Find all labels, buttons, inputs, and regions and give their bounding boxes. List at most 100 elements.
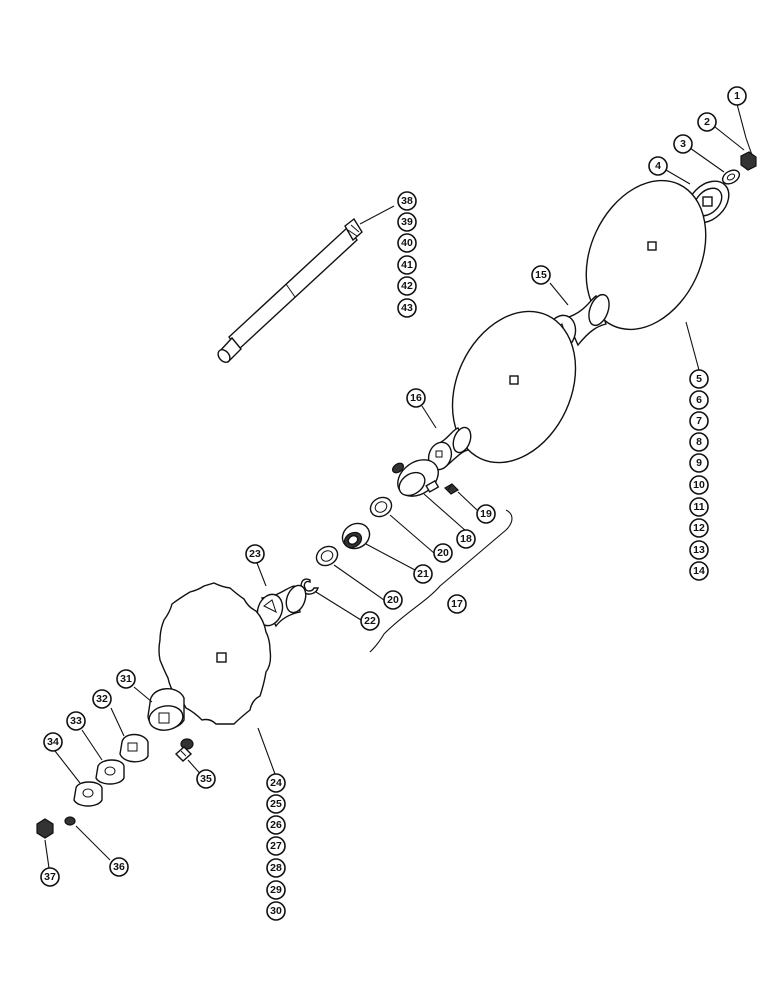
- callout-26: 26: [266, 815, 286, 835]
- svg-text:42: 42: [401, 280, 413, 292]
- svg-text:1: 1: [734, 90, 740, 102]
- callout-19: 19: [476, 504, 496, 524]
- callout-8: 8: [689, 432, 709, 452]
- leader-lines: [44, 103, 747, 869]
- callout-10: 10: [689, 475, 709, 495]
- svg-text:2: 2: [704, 116, 710, 128]
- callout-33: 33: [66, 711, 86, 731]
- svg-text:11: 11: [693, 501, 704, 513]
- svg-text:5: 5: [696, 373, 702, 385]
- svg-text:31: 31: [120, 673, 132, 685]
- svg-text:35: 35: [200, 773, 212, 785]
- bolt-35: [174, 738, 194, 762]
- svg-text:6: 6: [696, 394, 702, 406]
- svg-text:27: 27: [270, 840, 282, 852]
- callout-14: 14: [689, 561, 709, 581]
- callout-38: 38: [397, 191, 417, 211]
- spool-23: [256, 584, 307, 628]
- svg-text:30: 30: [270, 905, 282, 917]
- callout-23: 23: [245, 544, 265, 564]
- seal-20-upper: [369, 496, 393, 518]
- callout-25: 25: [266, 794, 286, 814]
- svg-text:15: 15: [535, 269, 547, 281]
- svg-text:8: 8: [696, 436, 702, 448]
- seal-20-lower: [315, 545, 339, 567]
- svg-text:39: 39: [401, 216, 413, 228]
- svg-text:12: 12: [693, 522, 705, 534]
- callout-29: 29: [266, 880, 286, 900]
- callout-40: 40: [397, 233, 417, 253]
- callout-27: 27: [266, 836, 286, 856]
- plate-32: [119, 733, 149, 763]
- svg-text:13: 13: [693, 544, 705, 556]
- svg-text:26: 26: [270, 819, 282, 831]
- flange-washer-31: [147, 688, 185, 731]
- svg-text:28: 28: [270, 862, 282, 874]
- svg-text:41: 41: [401, 259, 413, 271]
- disc-blade-middle: [451, 310, 577, 464]
- svg-text:21: 21: [417, 568, 429, 580]
- svg-text:33: 33: [70, 715, 82, 727]
- callout-1: 1: [727, 86, 747, 106]
- svg-text:25: 25: [270, 798, 282, 810]
- callout-12: 12: [689, 518, 709, 538]
- svg-text:34: 34: [47, 736, 59, 748]
- notched-disc-24: [158, 582, 272, 725]
- callout-36: 36: [109, 857, 129, 877]
- callout-16: 16: [406, 388, 426, 408]
- callout-17: 17: [447, 594, 467, 614]
- svg-text:10: 10: [693, 479, 705, 491]
- callout-34: 34: [43, 732, 63, 752]
- callout-13: 13: [689, 540, 709, 560]
- callout-32: 32: [92, 689, 112, 709]
- svg-text:20: 20: [437, 547, 449, 559]
- bearing-housing-18: [391, 459, 440, 497]
- callout-6: 6: [689, 390, 709, 410]
- callout-11: 11: [689, 497, 709, 517]
- washer-3: [721, 169, 741, 185]
- svg-text:16: 16: [410, 392, 422, 404]
- svg-text:20: 20: [387, 594, 399, 606]
- disc-blade-5: [585, 179, 707, 331]
- callout-4: 4: [648, 156, 668, 176]
- plate-34: [73, 781, 103, 807]
- washer-3-hole: [726, 173, 736, 181]
- callout-24: 24: [266, 773, 286, 793]
- svg-text:43: 43: [401, 302, 413, 314]
- svg-text:19: 19: [480, 508, 492, 520]
- svg-text:32: 32: [96, 693, 108, 705]
- bearing-21: [341, 522, 371, 550]
- svg-text:40: 40: [401, 237, 413, 249]
- lock-washer-36: [64, 816, 76, 826]
- bolt-1: [745, 137, 753, 156]
- nut-2: [740, 151, 757, 171]
- plate-33: [95, 759, 125, 785]
- svg-text:17: 17: [451, 598, 463, 610]
- callout-41: 41: [397, 255, 417, 275]
- callout-20a: 20: [433, 543, 453, 563]
- callout-37: 37: [40, 867, 60, 887]
- callout-35: 35: [196, 769, 216, 789]
- callout-42: 42: [397, 276, 417, 296]
- callout-31: 31: [116, 669, 136, 689]
- svg-text:29: 29: [270, 884, 282, 896]
- svg-text:9: 9: [696, 457, 702, 469]
- callout-21: 21: [413, 564, 433, 584]
- axle-shaft: [217, 217, 363, 364]
- grease-fitting-19: [444, 483, 459, 495]
- callout-7: 7: [689, 411, 709, 431]
- callout-28: 28: [266, 858, 286, 878]
- callout-2: 2: [697, 112, 717, 132]
- callout-18: 18: [456, 529, 476, 549]
- svg-text:36: 36: [113, 861, 125, 873]
- callout-3: 3: [673, 134, 693, 154]
- nut-37: [36, 818, 54, 839]
- svg-text:7: 7: [696, 415, 702, 427]
- svg-text:22: 22: [364, 615, 376, 627]
- callout-30: 30: [266, 901, 286, 921]
- callout-39: 39: [397, 212, 417, 232]
- callout-15: 15: [531, 265, 551, 285]
- assembly-17-bracket: [369, 509, 513, 653]
- callout-9: 9: [689, 453, 709, 473]
